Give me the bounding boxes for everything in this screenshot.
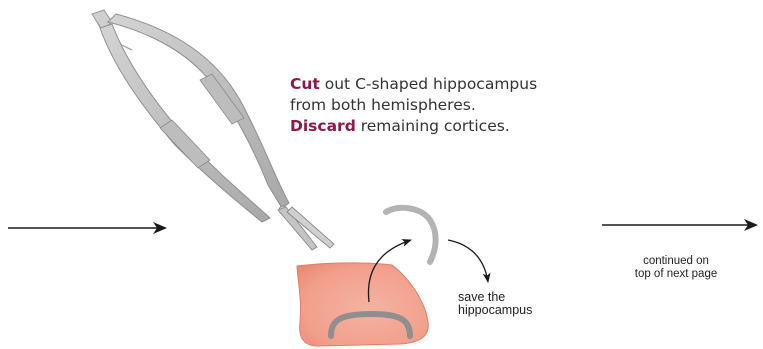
cut-verb: Cut [290, 75, 320, 93]
instruction-text: Cut out C-shaped hippocampus from both h… [290, 74, 537, 137]
continued-label-line-1: continued on [601, 255, 751, 268]
incoming-arrow [8, 222, 167, 234]
save-arrow [448, 240, 488, 282]
save-hippocampus-label: save the hippocampus [458, 291, 532, 317]
instruction-line-1: Cut out C-shaped hippocampus [290, 74, 537, 95]
extracted-hippocampus [386, 208, 436, 262]
continued-label-line-2: top of next page [601, 268, 751, 281]
instruction-line-1-rest: out C-shaped hippocampus [320, 75, 537, 93]
discard-verb: Discard [290, 117, 356, 135]
instruction-line-3: Discard remaining cortices. [290, 116, 537, 137]
instruction-line-2: from both hemispheres. [290, 95, 537, 116]
instruction-line-3-rest: remaining cortices. [356, 117, 510, 135]
continue-arrow [602, 219, 758, 231]
continued-label: continued on top of next page [601, 255, 751, 281]
save-label-line-2: hippocampus [458, 304, 532, 317]
